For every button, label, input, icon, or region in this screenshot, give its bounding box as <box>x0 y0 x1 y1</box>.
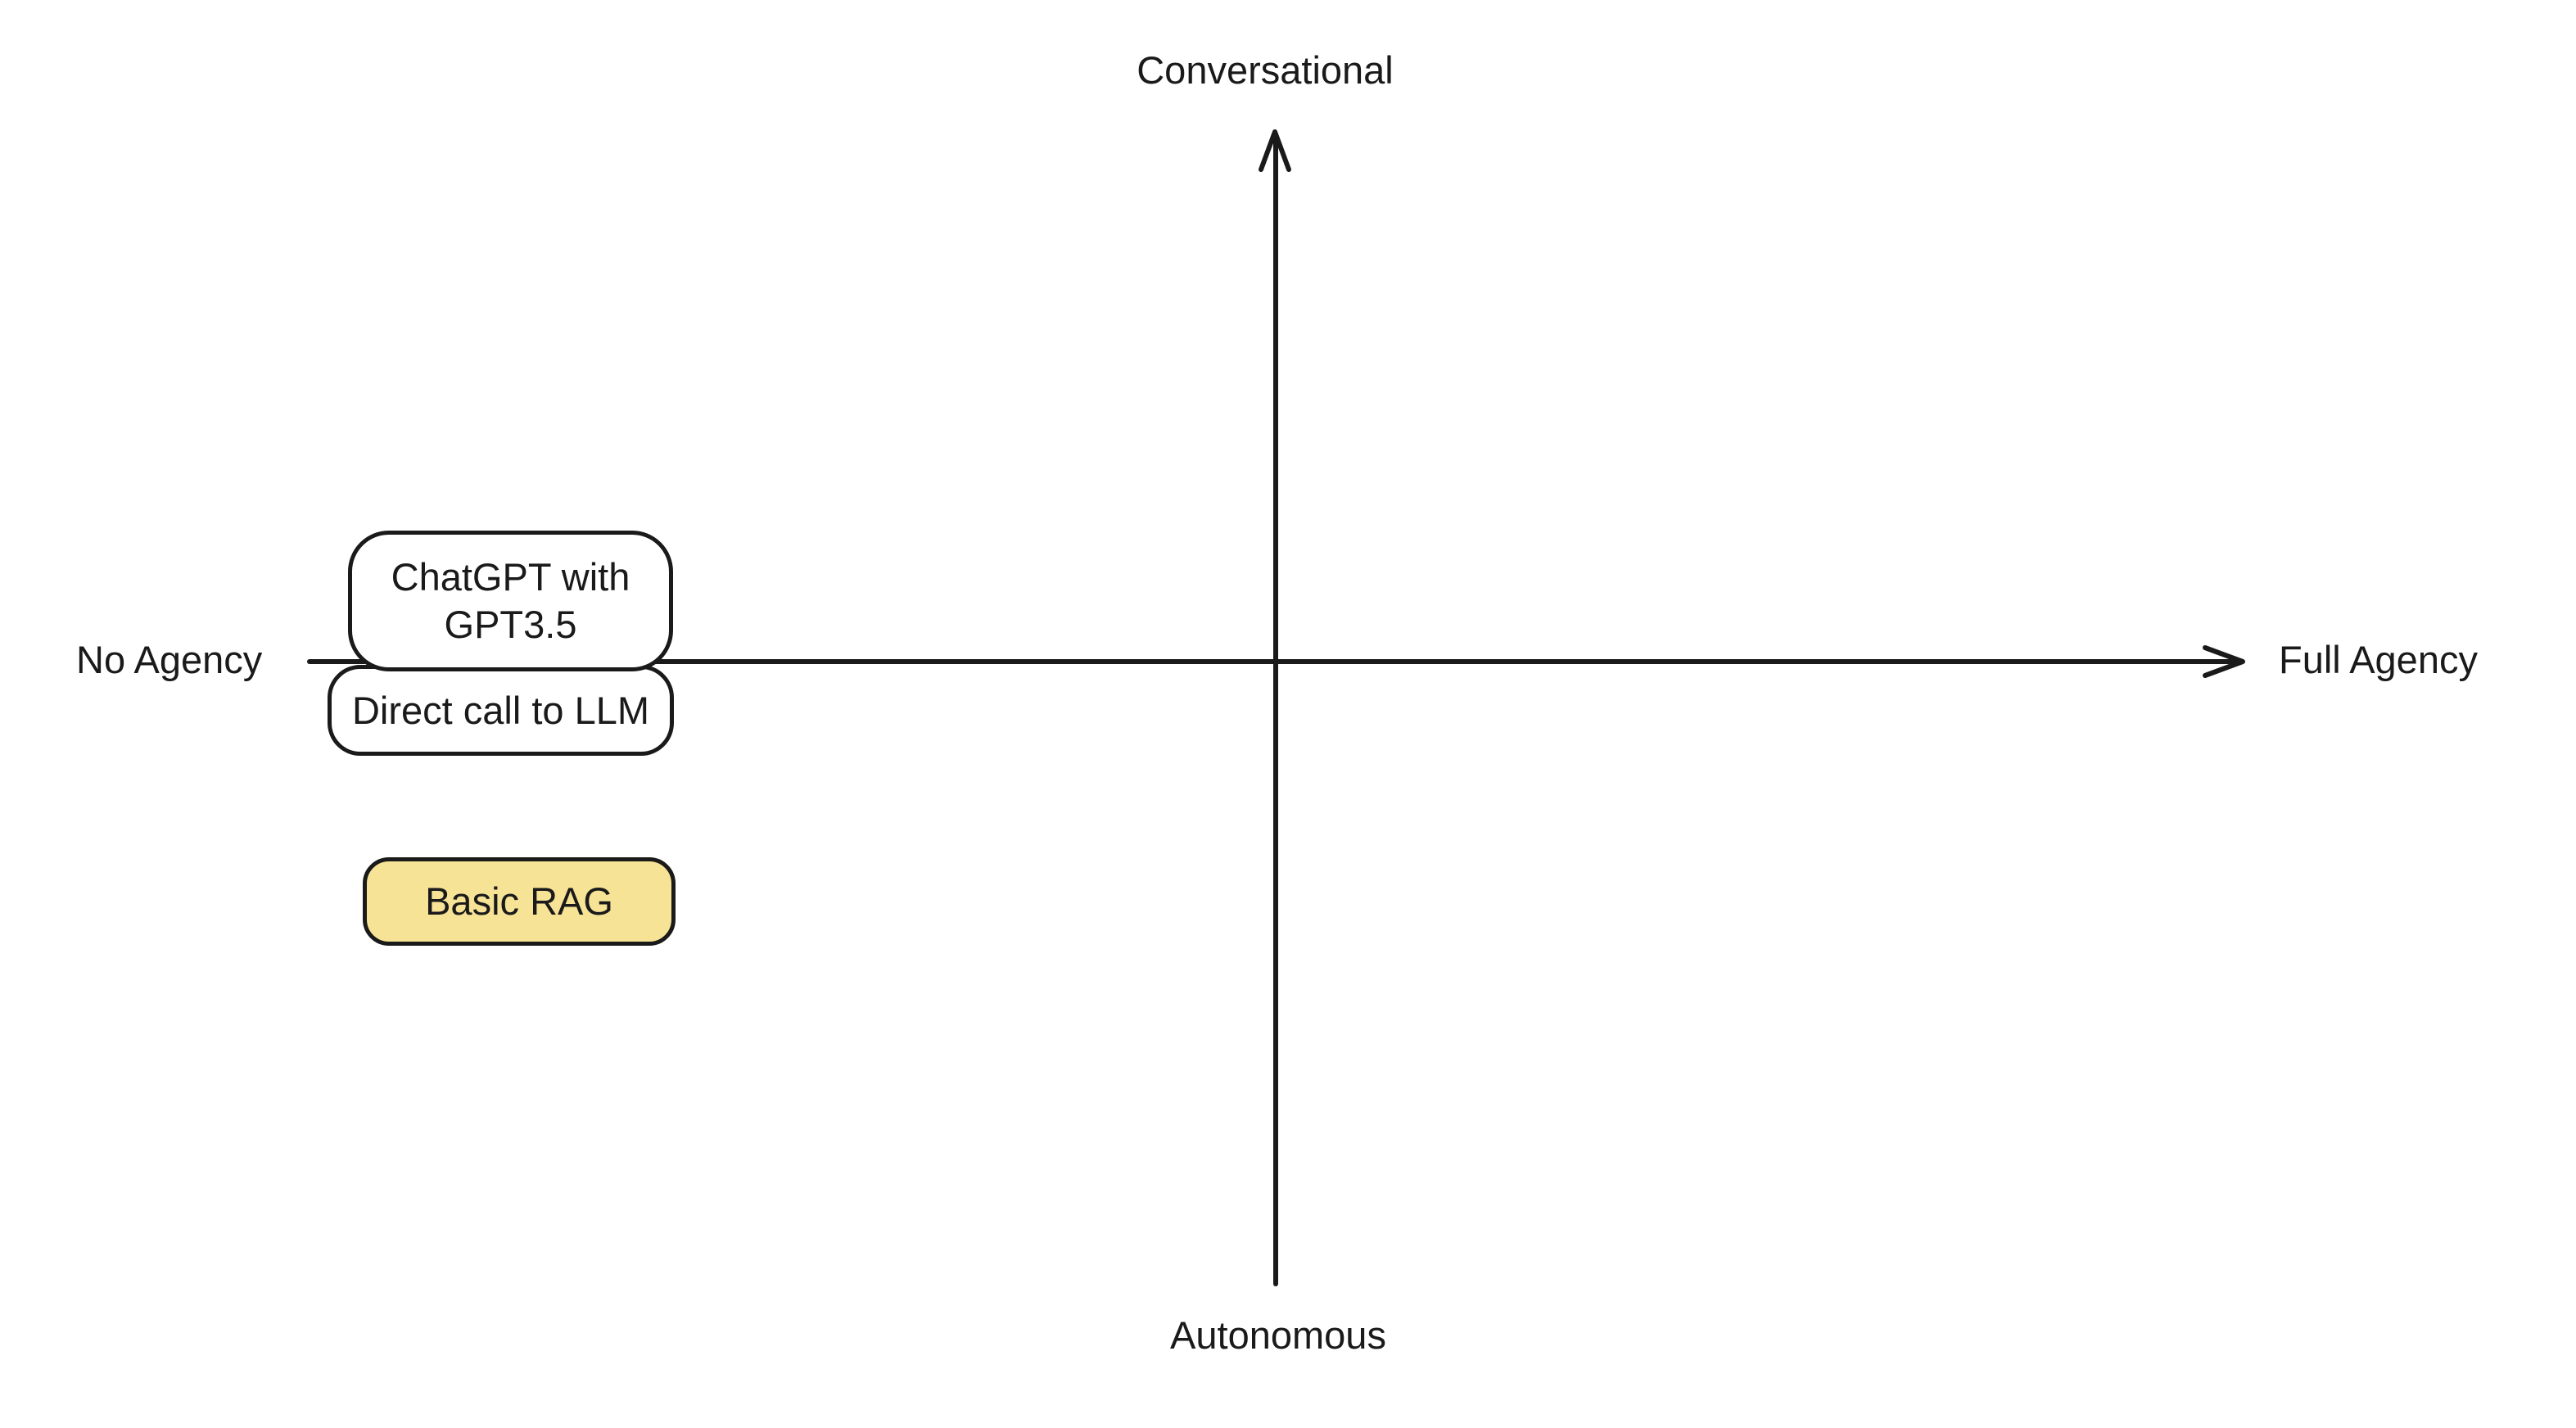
node-direct-call-to-llm-label: Direct call to LLM <box>351 688 650 732</box>
axis-label-full-agency: Full Agency <box>2279 638 2478 681</box>
arrow-right-icon <box>2203 645 2245 678</box>
axis-label-autonomous: Autonomous <box>1170 1313 1386 1357</box>
node-basic-rag-label: Basic RAG <box>425 879 613 923</box>
axis-label-conversational: Conversational <box>1137 48 1394 92</box>
node-chatgpt-with-gpt35: ChatGPT with GPT3.5 <box>348 531 673 671</box>
node-chatgpt-with-gpt35-label: ChatGPT with GPT3.5 <box>391 555 630 646</box>
arrow-up-icon <box>1259 129 1291 172</box>
node-direct-call-to-llm: Direct call to LLM <box>328 665 674 756</box>
node-basic-rag: Basic RAG <box>363 857 676 946</box>
axis-label-no-agency: No Agency <box>76 638 263 681</box>
